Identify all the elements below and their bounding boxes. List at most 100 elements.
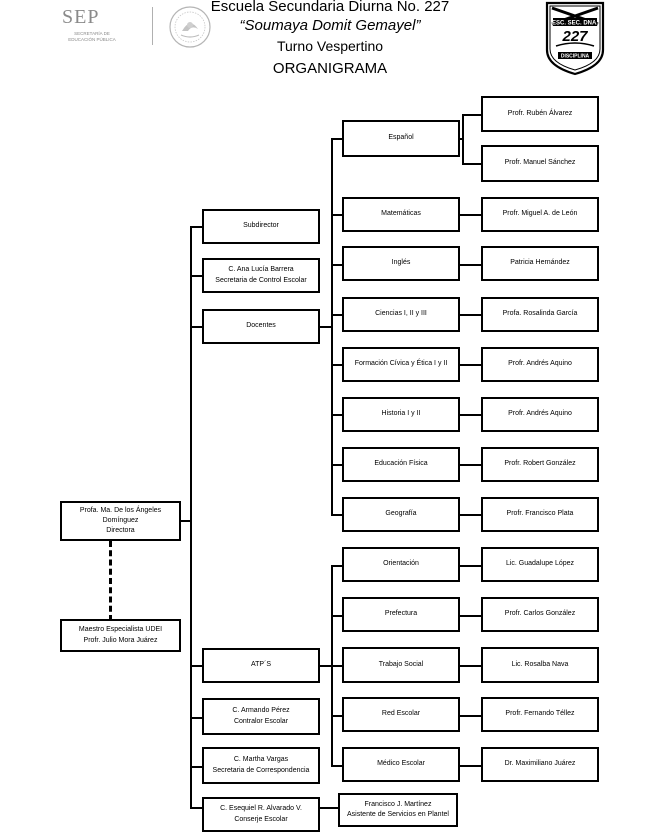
asistente-name: Francisco J. Martínez: [364, 800, 432, 808]
atp-person-box: Lic. Rosalba Nava: [481, 647, 599, 683]
school-honoree: “Soumaya Domit Gemayel”: [239, 17, 421, 34]
connector-line: [459, 615, 482, 617]
subjects-trunk-line: [331, 138, 333, 515]
contralor-box: C. Armando Pérez Contralor Escolar: [202, 698, 320, 735]
school-name: Escuela Secundaria Diurna No. 227: [210, 0, 450, 15]
connector-line: [319, 807, 339, 809]
atp-area-label: Red Escolar: [381, 710, 421, 718]
director-box: Profa. Ma. De los Ángeles Domínguez Dire…: [60, 501, 181, 541]
control-escolar-role: Secretaria de Control Escolar: [215, 276, 307, 284]
connector-line: [331, 264, 343, 266]
docentes-box: Docentes: [202, 309, 320, 344]
sep-logo: SEP SECRETARÍA DE EDUCACIÓN PÚBLICA: [32, 4, 211, 48]
contralor-name: C. Armando Pérez: [232, 707, 290, 715]
subject-label: Formación Cívica y Ética I y II: [354, 360, 448, 368]
subject-label: Inglés: [391, 259, 411, 267]
sep-logo-subtext-1: SECRETARÍA DE: [74, 31, 110, 36]
subject-box-ciencias: Ciencias I, II y III: [342, 297, 460, 332]
atp-area-label: Trabajo Social: [378, 660, 424, 668]
atp-area-box-prefectura: Prefectura: [342, 597, 460, 632]
atp-area-label: Orientación: [383, 560, 419, 568]
teacher-box: Profr. Robert González: [481, 447, 599, 482]
connector-line: [190, 766, 203, 768]
connector-line: [459, 715, 482, 717]
atp-person-name: Profr. Fernando Téllez: [505, 710, 575, 718]
connector-line: [459, 765, 482, 767]
connector-line: [331, 138, 343, 140]
conserje-name: C. Esequiel R. Alvarado V.: [220, 805, 302, 813]
subject-label: Ciencias I, II y III: [375, 310, 427, 318]
subdirector-box: Subdirector: [202, 209, 320, 244]
connector-line: [190, 665, 203, 667]
conserje-box: C. Esequiel R. Alvarado V. Conserje Esco…: [202, 797, 320, 832]
connector-line: [180, 520, 191, 522]
main-trunk-line: [190, 226, 192, 807]
subject-label: Geografía: [385, 510, 417, 518]
udei-name: Profr. Julio Mora Juárez: [83, 636, 158, 644]
subject-box-historia: Historia I y II: [342, 397, 460, 432]
atp-person-box: Profr. Carlos González: [481, 597, 599, 632]
subdirector-label: Subdirector: [243, 222, 279, 230]
teacher-box: Profr. Andrés Aquino: [481, 397, 599, 432]
asistente-box: Francisco J. Martínez Asistente de Servi…: [338, 793, 458, 827]
national-seal-icon: [169, 6, 211, 48]
school-seal-number: 227: [561, 28, 588, 45]
atp-person-box: Dr. Maximiliano Juárez: [481, 747, 599, 782]
teacher-box: Profr. Rubén Álvarez: [481, 96, 599, 132]
subject-box-matematicas: Matemáticas: [342, 197, 460, 232]
atps-label: ATP´S: [250, 661, 272, 669]
subject-label: Educación Física: [374, 460, 428, 468]
school-seal-top-text: ESC. SEC. DNA.: [552, 21, 598, 27]
asistente-role: Asistente de Servicios en Plantel: [347, 811, 449, 818]
subject-label: Historia I y II: [381, 410, 421, 418]
school-seal-icon: ESC. SEC. DNA. 227 DISCIPLINA: [545, 1, 605, 76]
connector-line: [190, 717, 203, 719]
atp-person-box: Lic. Guadalupe López: [481, 547, 599, 582]
teacher-name: Profr. Robert González: [504, 460, 576, 468]
page-title: ORGANIGRAMA: [272, 60, 388, 77]
connector-line: [459, 464, 482, 466]
connector-line: [190, 226, 203, 228]
connector-line: [319, 326, 332, 328]
subject-label: Español: [388, 134, 414, 142]
teacher-box: Profr. Manuel Sánchez: [481, 145, 599, 182]
subject-box-geografia: Geografía: [342, 497, 460, 532]
connector-line: [459, 565, 482, 567]
subject-box-espanol: Español: [342, 120, 460, 157]
connector-line: [331, 765, 343, 767]
connector-line: [459, 665, 482, 667]
teacher-name: Profa. Rosalinda García: [502, 310, 578, 318]
atp-area-label: Prefectura: [384, 610, 418, 618]
teacher-name: Profr. Miguel A. de León: [502, 210, 578, 218]
dashed-link-line: [109, 541, 112, 621]
subject-box-ingles: Inglés: [342, 246, 460, 281]
connector-line: [331, 464, 343, 466]
teacher-name: Profr. Francisco Plata: [506, 510, 574, 518]
connector-line: [459, 264, 482, 266]
correspondencia-name: C. Martha Vargas: [233, 756, 289, 764]
connector-line: [331, 364, 343, 366]
connector-line: [462, 114, 482, 116]
connector-line: [190, 326, 203, 328]
connector-line: [462, 114, 464, 164]
connector-line: [331, 665, 343, 667]
teacher-box: Patricia Hernández: [481, 246, 599, 281]
connector-line: [331, 565, 343, 567]
teacher-box: Profr. Francisco Plata: [481, 497, 599, 532]
atp-area-box-orientacion: Orientación: [342, 547, 460, 582]
udei-role: Maestro Especialista UDEI: [78, 626, 163, 634]
control-escolar-box: C. Ana Lucía Barrera Secretaria de Contr…: [202, 258, 320, 293]
atp-area-box-red-escolar: Red Escolar: [342, 697, 460, 732]
subject-box-formacion-civica: Formación Cívica y Ética I y II: [342, 347, 460, 382]
correspondencia-box: C. Martha Vargas Secretaria de Correspon…: [202, 747, 320, 784]
docentes-label: Docentes: [246, 322, 276, 330]
connector-line: [331, 615, 343, 617]
connector-line: [459, 138, 463, 140]
connector-line: [331, 214, 343, 216]
teacher-name: Profr. Manuel Sánchez: [504, 159, 576, 167]
conserje-role: Conserje Escolar: [234, 815, 288, 823]
contralor-role: Contralor Escolar: [233, 717, 289, 725]
atp-area-box-medico-escolar: Médico Escolar: [342, 747, 460, 782]
connector-line: [331, 514, 343, 516]
sep-logo-divider: [152, 7, 153, 45]
